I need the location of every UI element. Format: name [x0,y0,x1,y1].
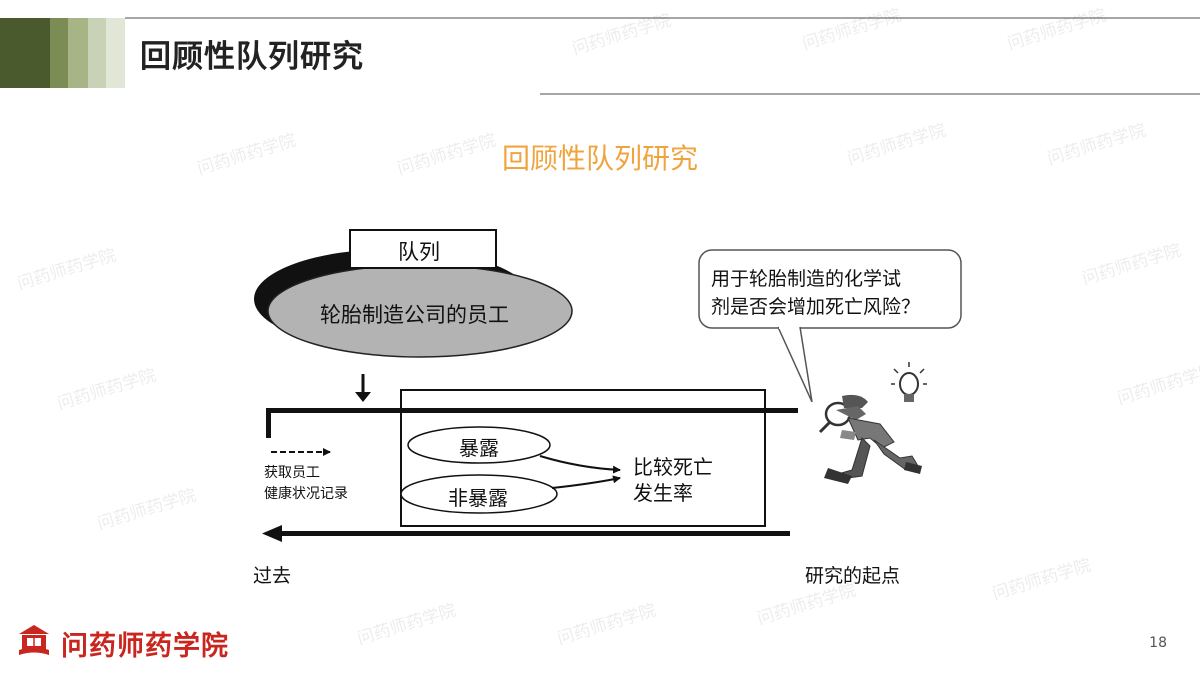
timeline-bottom [280,531,790,536]
brand-logo-text: 问药师药学院 [61,631,229,662]
exposed-label: 暴露 [459,436,499,460]
header-accent-3 [68,18,88,88]
unexposed-label: 非暴露 [448,486,508,510]
compare-label-line1: 比较死亡 [633,455,713,479]
speech-bubble [698,249,962,329]
timeline-top [266,408,798,413]
header-accent-4 [88,18,106,88]
school-book-icon [19,625,49,655]
records-label-line1: 获取员工 [264,465,320,481]
speech-bubble-tail [777,326,813,403]
unexposed-ellipse [400,474,558,514]
header-accent-2 [50,18,68,88]
compare-label-line2: 发生率 [633,481,693,505]
records-label-line2: 健康状况记录 [264,486,348,502]
unexposed-arrow [551,475,621,489]
header-accent-5 [106,18,125,88]
page-number: 18 [1149,635,1167,651]
start-label: 研究的起点 [805,565,901,587]
speech-bubble-line2: 剂是否会增加死亡风险？ [711,296,921,318]
light-bulb-icon [891,362,927,402]
header-accent-1 [0,18,50,88]
header-top-rule [125,17,1200,19]
detective-icon [818,394,922,484]
cohort-frame [400,389,766,527]
cohort-ellipse-label: 轮胎制造公司的员工 [320,303,509,327]
exposed-arrow [539,455,621,474]
header-bottom-rule [540,93,1200,95]
speech-bubble-line1: 用于轮胎制造的化学试 [711,268,902,290]
cohort-box-label: 队列 [398,240,440,264]
slide-subtitle: 回顾性队列研究 [501,142,698,175]
cohort-box [349,229,497,269]
past-label: 过去 [253,565,292,587]
page-title: 回顾性队列研究 [140,39,364,75]
timeline-left-drop [266,408,271,438]
exposed-ellipse [407,426,551,464]
timeline-bottom-arrowhead [262,525,282,542]
